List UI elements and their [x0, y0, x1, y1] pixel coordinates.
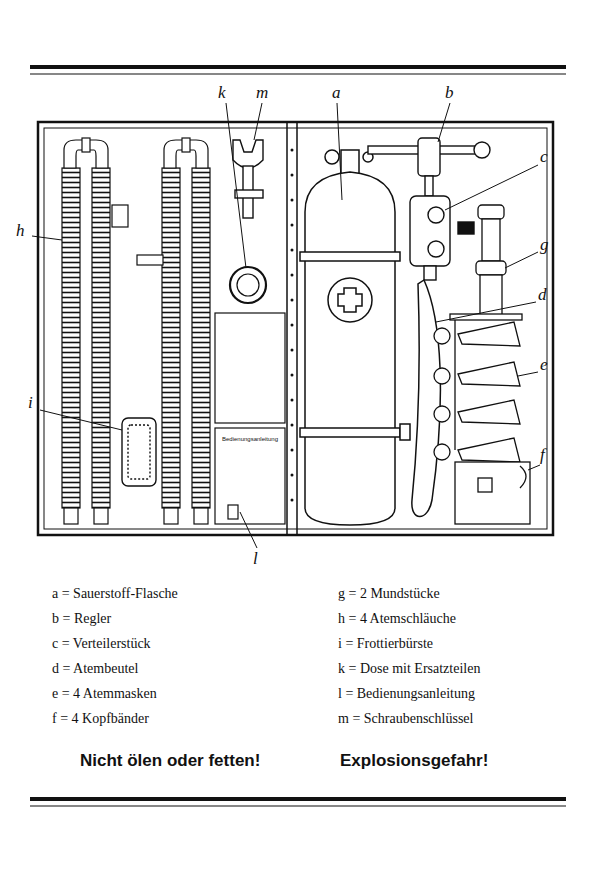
legend-line: g = 2 Mundstücke: [338, 586, 440, 601]
callout-letter: d: [538, 286, 547, 305]
callout-letter: b: [445, 84, 454, 103]
callout-letter: f: [540, 446, 545, 465]
oxygen-cylinder: [300, 150, 410, 525]
callout-letter: a: [332, 84, 341, 103]
mouthpieces: [476, 205, 506, 315]
legend-line: f = 4 Kopfbänder: [52, 711, 149, 726]
callout-letter: h: [16, 222, 25, 241]
rule-top: [30, 67, 566, 74]
callout-letter: g: [540, 236, 549, 255]
legend-line: k = Dose mit Ersatzteilen: [338, 661, 480, 676]
case: [38, 122, 553, 535]
leader-lines: [32, 103, 540, 548]
breathing-masks: [434, 314, 522, 462]
legend-line: m = Schraubenschlüssel: [338, 711, 473, 726]
wrench: [233, 140, 263, 218]
spare-parts-tin: [230, 267, 266, 303]
callout-letter: k: [218, 84, 226, 103]
distributor: [410, 196, 474, 280]
legend-line: h = 4 Atemschläuche: [338, 611, 456, 626]
legend-line: i = Frottierbürste: [338, 636, 433, 651]
callout-letter: c: [540, 148, 548, 167]
callout-letter: m: [256, 84, 268, 103]
manual-title: Bedienungsanleitung: [222, 436, 278, 443]
regulator: [368, 138, 490, 196]
callout-letter: l: [253, 550, 258, 569]
legend-line: b = Regler: [52, 611, 111, 626]
small-plates: [112, 205, 163, 265]
breathing-hoses: [62, 138, 210, 524]
warning-text: Explosionsgefahr!: [340, 752, 488, 771]
callout-letter: e: [540, 356, 548, 375]
terry-brush: [122, 418, 156, 486]
warning-text: Nicht ölen oder fetten!: [80, 752, 260, 771]
legend-line: a = Sauerstoff-Flasche: [52, 586, 178, 601]
legend-line: l = Bedienungsanleitung: [338, 686, 475, 701]
breathing-bag: [412, 280, 441, 517]
legend-line: c = Verteilerstück: [52, 636, 151, 651]
head-straps-box: [455, 462, 530, 524]
rule-bottom: [30, 799, 566, 806]
callout-letter: i: [28, 394, 33, 413]
legend-line: d = Atembeutel: [52, 661, 138, 676]
legend-line: e = 4 Atemmasken: [52, 686, 157, 701]
manual-compartment: [215, 313, 285, 524]
